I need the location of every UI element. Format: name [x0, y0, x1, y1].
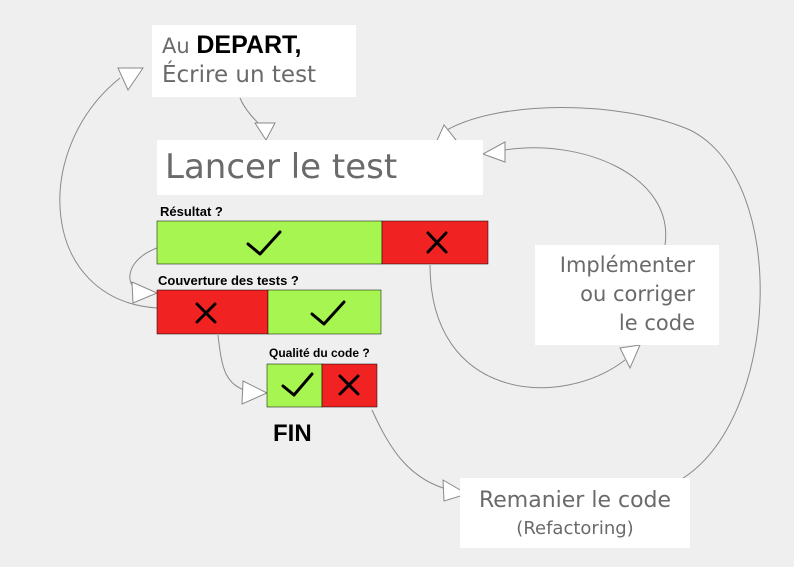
arrow-head [131, 281, 159, 304]
refactor-to-run-arrow [446, 107, 761, 481]
implement-box: Implémenter ou corriger le code [535, 245, 719, 345]
run-test-box: Lancer le test [157, 140, 483, 195]
implement-line3: le code [618, 311, 695, 335]
fail-to-implement-loop [429, 264, 626, 389]
start-box: Au DEPART, Écrire un test [152, 25, 356, 97]
coverage-fail-cell [156, 289, 269, 335]
quality-check-icon [281, 372, 314, 397]
refactor-box: Remanier le code (Refactoring) [460, 478, 690, 548]
implement-line2: ou corriger [580, 282, 695, 306]
start-emphasis: DEPART, [196, 31, 302, 59]
arrow-head [619, 344, 641, 370]
coverage-cross-icon [195, 302, 217, 324]
run-test-label: Lancer le test [165, 147, 398, 187]
arrow-head [481, 141, 506, 163]
refactor-line1: Remanier le code [478, 488, 672, 513]
result-cross-icon [426, 231, 448, 254]
arrow-head [254, 122, 276, 141]
arrow-head [117, 67, 144, 92]
refactor-line2: (Refactoring) [516, 518, 634, 539]
arrow-head [241, 380, 269, 405]
coverage-pass-cell [267, 289, 382, 335]
quality-to-refactor-arrow [371, 409, 451, 491]
end-label: FIN [273, 420, 312, 447]
quality-cross-icon [338, 374, 360, 396]
implement-to-run-arrow [504, 147, 667, 246]
start-prefix: Au [162, 34, 190, 58]
coverage-check-icon [310, 300, 346, 326]
result-check-icon [246, 230, 282, 256]
loop-to-start-arrow [59, 77, 158, 309]
quality-label: Qualité du code ? [269, 346, 370, 360]
quality-pass-cell [266, 363, 323, 408]
start-line2: Écrire un test [162, 62, 317, 88]
result-label: Résultat ? [160, 204, 223, 219]
implement-line1: Implémenter [559, 253, 695, 277]
coverage-label: Couverture des tests ? [158, 273, 299, 288]
